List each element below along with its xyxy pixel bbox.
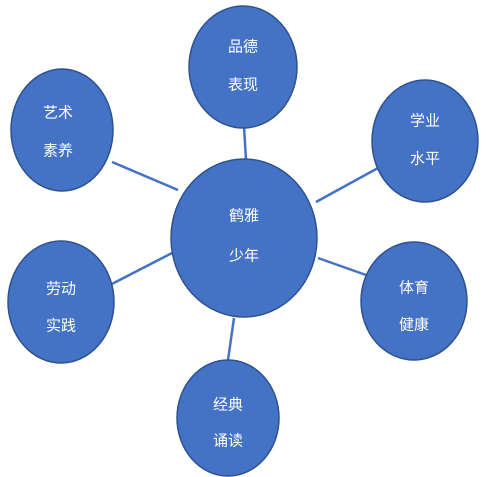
- connector-moral: [242, 125, 248, 161]
- connector-art: [111, 160, 179, 192]
- node-art-label-line2: 素养: [43, 142, 73, 160]
- node-health: 体育 健康: [360, 241, 468, 361]
- node-reading-label-line2: 诵读: [213, 432, 243, 450]
- node-art-label-line1: 艺术: [43, 104, 73, 122]
- node-health-label-line2: 健康: [399, 316, 429, 334]
- node-reading: 经典 诵读: [176, 359, 280, 477]
- connector-labor: [107, 250, 175, 288]
- node-health-label-line1: 体育: [399, 279, 429, 297]
- connector-study: [315, 166, 379, 204]
- node-study: 学业 水平: [371, 79, 479, 203]
- node-art: 艺术 素养: [10, 68, 114, 192]
- node-moral-label-line1: 品德: [228, 38, 258, 56]
- node-study-label-line2: 水平: [410, 150, 440, 168]
- node-labor-label-line2: 实践: [46, 317, 76, 335]
- connector-health: [317, 256, 367, 277]
- node-labor-label-line1: 劳动: [46, 280, 76, 298]
- node-study-label-line1: 学业: [410, 112, 440, 130]
- center-node-label-line1: 鹤雅: [229, 207, 259, 225]
- center-node-label-line2: 少年: [229, 247, 259, 265]
- node-labor: 劳动 实践: [7, 240, 115, 364]
- center-node: 鹤雅 少年: [170, 158, 318, 318]
- node-reading-label-line1: 经典: [213, 396, 243, 414]
- connector-reading: [226, 317, 236, 361]
- node-moral-label-line2: 表现: [228, 76, 258, 94]
- node-moral: 品德 表现: [188, 5, 298, 129]
